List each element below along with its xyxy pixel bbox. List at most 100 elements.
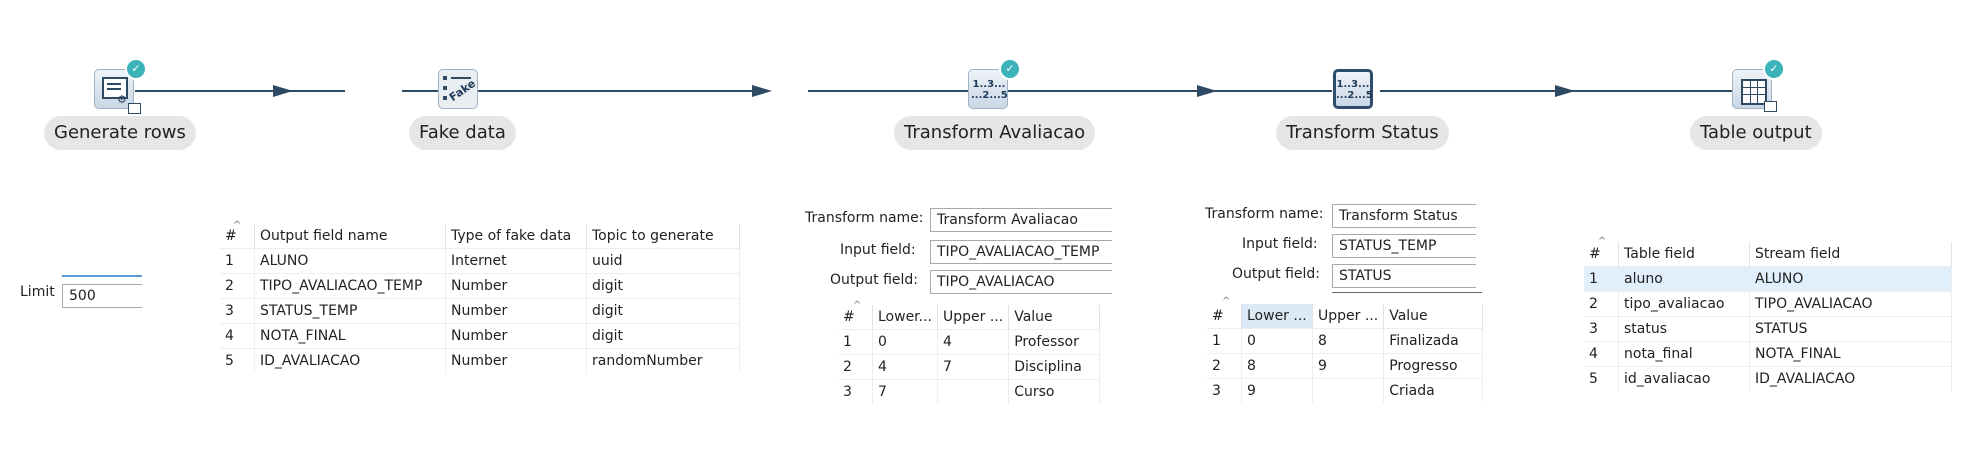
table-row-selected[interactable]: 1 aluno ALUNO — [1584, 266, 1952, 292]
table-cell[interactable]: Disciplina — [1008, 354, 1100, 380]
table-row[interactable]: 3 9 Criada — [1207, 378, 1483, 403]
table-cell[interactable]: nota_final — [1618, 341, 1750, 367]
input-field-input[interactable]: STATUS_TEMP — [1332, 234, 1476, 258]
column-header[interactable]: Value — [1383, 304, 1483, 329]
step-label-fake-data[interactable]: Fake data — [409, 116, 516, 150]
table-cell[interactable]: tipo_avaliacao — [1618, 291, 1750, 317]
column-header[interactable]: # — [1207, 304, 1242, 329]
table-row[interactable]: 1 0 4 Professor — [838, 329, 1100, 355]
table-cell[interactable]: NOTA_FINAL — [254, 323, 446, 349]
table-cell[interactable]: aluno — [1618, 266, 1750, 292]
table-cell[interactable]: 0 — [872, 329, 939, 355]
column-header[interactable]: Type of fake data — [445, 224, 587, 249]
table-cell[interactable]: 7 — [937, 354, 1010, 380]
table-cell[interactable]: randomNumber — [586, 348, 740, 373]
table-output-fields-table[interactable]: # Table field Stream field 1 aluno ALUNO… — [1584, 242, 1952, 391]
table-cell[interactable]: id_avaliacao — [1618, 366, 1750, 391]
table-cell[interactable]: 4 — [937, 329, 1010, 355]
table-cell[interactable]: TIPO_AVALIACAO_TEMP — [254, 273, 446, 299]
table-cell[interactable]: ALUNO — [1749, 266, 1952, 292]
table-row[interactable]: 1 0 8 Finalizada — [1207, 328, 1483, 354]
table-row[interactable]: 3 STATUS_TEMP Number digit — [220, 298, 740, 324]
column-header[interactable]: Upper ... — [1312, 304, 1385, 329]
hop-2[interactable] — [402, 90, 768, 92]
table-cell[interactable]: ID_AVALIACAO — [1749, 366, 1952, 391]
table-cell[interactable]: NOTA_FINAL — [1749, 341, 1952, 367]
table-row[interactable]: 2 TIPO_AVALIACAO_TEMP Number digit — [220, 273, 740, 299]
column-header[interactable]: # — [1584, 242, 1619, 267]
step-label-transform-status[interactable]: Transform Status — [1276, 116, 1449, 150]
table-cell[interactable]: Number — [445, 273, 587, 299]
hop-1[interactable] — [135, 90, 345, 92]
step-label-generate-rows[interactable]: Generate rows — [44, 116, 196, 150]
table-cell[interactable]: 9 — [1312, 353, 1385, 379]
table-cell[interactable] — [937, 379, 1010, 404]
table-cell[interactable]: Internet — [445, 248, 587, 274]
column-header[interactable]: Lower... — [872, 305, 939, 330]
table-cell[interactable]: Professor — [1008, 329, 1100, 355]
table-cell[interactable]: Criada — [1383, 378, 1483, 403]
table-row[interactable]: 2 4 7 Disciplina — [838, 354, 1100, 380]
limit-input[interactable]: 500 — [62, 284, 142, 308]
table-cell[interactable]: 9 — [1241, 378, 1313, 403]
table-cell[interactable]: 4 — [872, 354, 939, 380]
transform-name-input[interactable]: Transform Avaliacao — [930, 208, 1112, 232]
table-cell[interactable]: 0 — [1241, 328, 1313, 354]
column-header[interactable]: Stream field — [1749, 242, 1952, 267]
step-transform-avaliacao[interactable]: 1..3... ...2...5 — [968, 69, 1008, 109]
table-cell[interactable]: ID_AVALIACAO — [254, 348, 446, 373]
table-cell[interactable]: STATUS — [1749, 316, 1952, 342]
fake-data-table[interactable]: # Output field name Type of fake data To… — [220, 224, 740, 373]
table-row[interactable]: 4 NOTA_FINAL Number digit — [220, 323, 740, 349]
output-field-input[interactable]: TIPO_AVALIACAO — [930, 270, 1112, 294]
column-header[interactable]: Output field name — [254, 224, 446, 249]
table-row[interactable]: 2 8 9 Progresso — [1207, 353, 1483, 379]
table-row[interactable]: 5 id_avaliacao ID_AVALIACAO — [1584, 366, 1952, 391]
table-row[interactable]: 4 nota_final NOTA_FINAL — [1584, 341, 1952, 367]
table-cell[interactable]: Finalizada — [1383, 328, 1483, 354]
column-header[interactable]: Table field — [1618, 242, 1750, 267]
table-cell[interactable]: Curso — [1008, 379, 1100, 404]
table-row[interactable]: 3 7 Curso — [838, 379, 1100, 404]
output-field-input[interactable]: STATUS — [1332, 264, 1476, 288]
step-label-table-output[interactable]: Table output — [1690, 116, 1822, 150]
number-ranges-table[interactable]: # Lower ... Upper ... Value 1 0 8 Finali… — [1207, 304, 1483, 403]
number-ranges-table[interactable]: # Lower... Upper ... Value 1 0 4 Profess… — [838, 305, 1100, 404]
table-cell[interactable]: status — [1618, 316, 1750, 342]
table-cell[interactable]: digit — [586, 323, 740, 349]
input-field-input[interactable]: TIPO_AVALIACAO_TEMP — [930, 240, 1112, 264]
table-row[interactable]: 2 tipo_avaliacao TIPO_AVALIACAO — [1584, 291, 1952, 317]
table-cell[interactable]: Number — [445, 348, 587, 373]
table-cell[interactable]: ALUNO — [254, 248, 446, 274]
table-cell[interactable]: digit — [586, 298, 740, 324]
step-label-transform-avaliacao[interactable]: Transform Avaliacao — [894, 116, 1096, 150]
transform-name-input[interactable]: Transform Status — [1332, 204, 1476, 228]
table-cell[interactable]: 7 — [872, 379, 939, 404]
table-row[interactable]: 5 ID_AVALIACAO Number randomNumber — [220, 348, 740, 373]
sort-caret-icon: ^ — [1598, 236, 1607, 247]
step-transform-status[interactable]: 1..3... ...2...5 — [1333, 69, 1373, 109]
step-fake-data[interactable]: Fake — [438, 69, 478, 109]
table-row[interactable]: 3 status STATUS — [1584, 316, 1952, 342]
table-row[interactable]: 1 ALUNO Internet uuid — [220, 248, 740, 274]
column-header[interactable]: Value — [1008, 305, 1100, 330]
table-cell[interactable]: Number — [445, 298, 587, 324]
table-cell[interactable]: Progresso — [1383, 353, 1483, 379]
table-cell[interactable] — [1312, 378, 1385, 403]
column-header[interactable]: # — [220, 224, 255, 249]
table-cell[interactable]: digit — [586, 273, 740, 299]
table-cell[interactable]: 8 — [1312, 328, 1385, 354]
table-cell[interactable]: TIPO_AVALIACAO — [1749, 291, 1952, 317]
table-cell[interactable]: uuid — [586, 248, 740, 274]
table-cell[interactable]: STATUS_TEMP — [254, 298, 446, 324]
column-header[interactable]: Topic to generate — [586, 224, 740, 249]
transform-name-label: Transform name: — [805, 210, 924, 226]
hop-3[interactable] — [808, 90, 1332, 92]
limit-label: Limit — [20, 284, 55, 300]
column-header-selected[interactable]: Lower ... — [1241, 304, 1313, 329]
column-header[interactable]: # — [838, 305, 873, 330]
column-header[interactable]: Upper ... — [937, 305, 1010, 330]
table-cell[interactable]: Number — [445, 323, 587, 349]
hop-4-arrow-icon — [1555, 85, 1575, 97]
table-cell[interactable]: 8 — [1241, 353, 1313, 379]
